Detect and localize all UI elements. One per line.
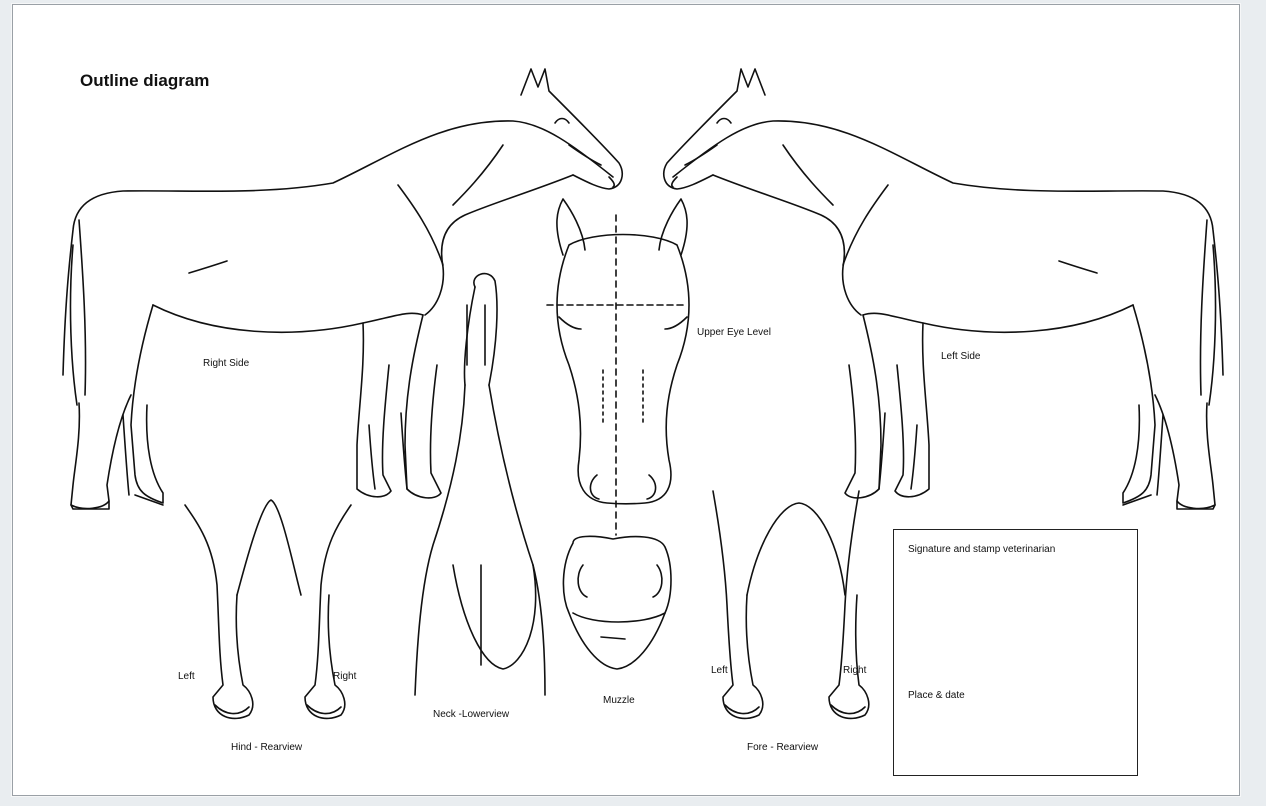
hind-rear-view	[185, 500, 351, 718]
label-right-side: Right Side	[203, 358, 249, 369]
label-hind-left: Left	[178, 671, 195, 682]
muzzle-view	[563, 536, 671, 669]
label-fore-right: Right	[843, 665, 866, 676]
label-fore-rearview: Fore - Rearview	[747, 742, 818, 753]
head-front-view	[547, 199, 689, 535]
label-neck-lowerview: Neck -Lowerview	[433, 709, 509, 720]
label-muzzle: Muzzle	[603, 695, 635, 706]
label-hind-rearview: Hind - Rearview	[231, 742, 302, 753]
left-side-horse	[664, 69, 1223, 509]
place-date-label: Place & date	[908, 690, 965, 701]
fore-rear-view	[713, 491, 869, 718]
diagram-title: Outline diagram	[80, 71, 209, 91]
label-hind-right: Right	[333, 671, 356, 682]
neck-lower-view	[415, 274, 545, 695]
diagram-sheet: Outline diagram Right Side Left Side Upp…	[12, 4, 1240, 796]
right-side-horse	[63, 69, 622, 509]
label-left-side: Left Side	[941, 351, 980, 362]
signature-label: Signature and stamp veterinarian	[908, 544, 1055, 555]
label-fore-left: Left	[711, 665, 728, 676]
signature-box: Signature and stamp veterinarian Place &…	[893, 529, 1138, 776]
label-upper-eye-level: Upper Eye Level	[697, 327, 771, 338]
